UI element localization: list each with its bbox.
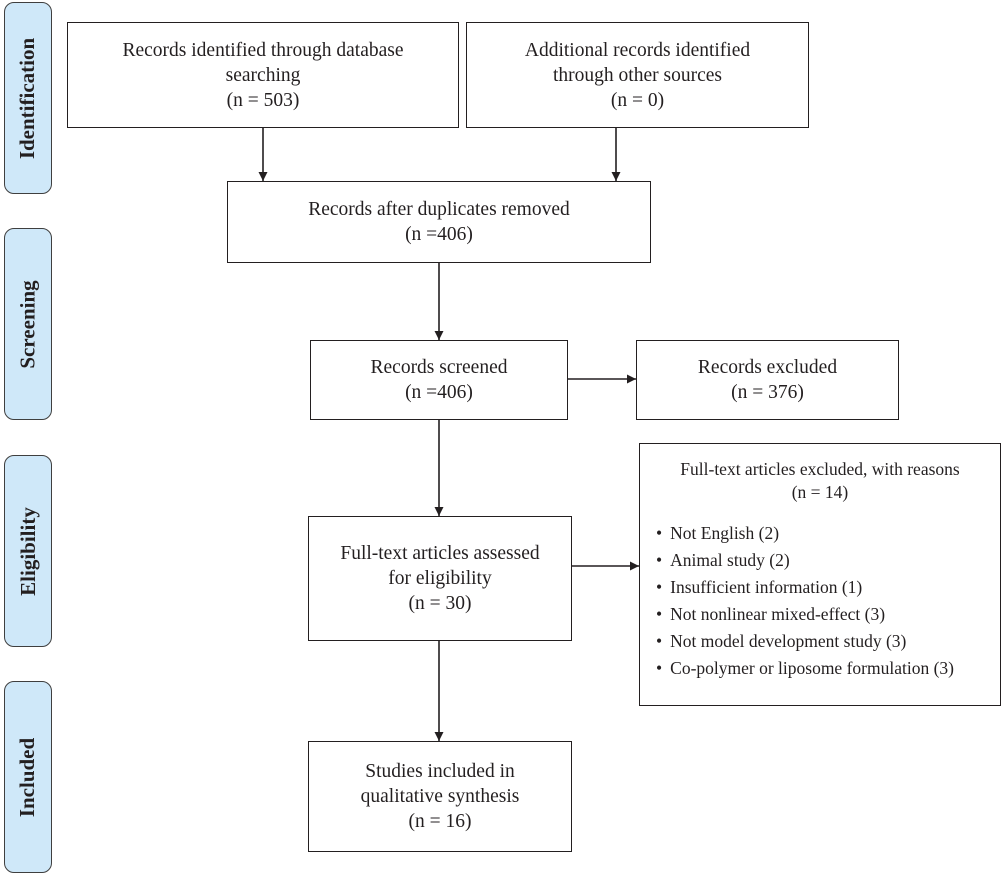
phase-eligibility: Eligibility — [4, 455, 52, 647]
exclusion-reason: Not nonlinear mixed-effect (3) — [656, 601, 1000, 628]
database-records-box: Records identified through database sear… — [67, 22, 459, 128]
database-records-count: (n = 503) — [226, 89, 300, 111]
full-text-excluded-box: Full-text articles excluded, with reason… — [639, 443, 1001, 706]
full-text-excluded-title: Full-text articles excluded, with reason… — [680, 459, 960, 479]
database-records-line1: Records identified through database — [122, 39, 404, 61]
exclusion-reason: Not model development study (3) — [656, 628, 1000, 655]
records-excluded-box: Records excluded (n = 376) — [636, 340, 899, 420]
phase-screening: Screening — [4, 228, 52, 420]
full-text-assessed-box: Full-text articles assessed for eligibil… — [308, 516, 572, 641]
other-sources-line2: through other sources — [553, 64, 722, 86]
phase-included: Included — [4, 681, 52, 873]
database-records-line2: searching — [225, 64, 301, 86]
records-excluded-line1: Records excluded — [697, 357, 838, 378]
other-sources-count: (n = 0) — [610, 89, 665, 111]
duplicates-removed-line1: Records after duplicates removed — [308, 199, 570, 220]
records-excluded-count: (n = 376) — [731, 382, 804, 403]
records-screened-line1: Records screened — [370, 357, 508, 378]
exclusion-reasons-list: Not English (2) Animal study (2) Insuffi… — [640, 520, 1000, 682]
other-sources-line1: Additional records identified — [524, 39, 751, 61]
records-screened-box: Records screened (n =406) — [310, 340, 568, 420]
exclusion-reason: Not English (2) — [656, 520, 1000, 547]
full-text-assessed-line2: for eligibility — [388, 568, 492, 589]
exclusion-reason: Animal study (2) — [656, 547, 1000, 574]
studies-included-count: (n = 16) — [408, 811, 472, 832]
exclusion-reason: Co-polymer or liposome formulation (3) — [656, 655, 1000, 682]
full-text-excluded-count: (n = 14) — [791, 482, 849, 502]
records-screened-count: (n =406) — [405, 382, 473, 403]
full-text-assessed-line1: Full-text articles assessed — [340, 543, 540, 564]
studies-included-line1: Studies included in — [365, 761, 515, 782]
exclusion-reason: Insufficient information (1) — [656, 574, 1000, 601]
phase-identification: Identification — [4, 2, 52, 194]
other-sources-records-box: Additional records identified through ot… — [466, 22, 809, 128]
duplicates-removed-box: Records after duplicates removed (n =406… — [227, 181, 651, 263]
studies-included-box: Studies included in qualitative synthesi… — [308, 741, 572, 852]
studies-included-line2: qualitative synthesis — [360, 786, 520, 807]
full-text-assessed-count: (n = 30) — [408, 593, 472, 614]
duplicates-removed-count: (n =406) — [405, 224, 473, 245]
